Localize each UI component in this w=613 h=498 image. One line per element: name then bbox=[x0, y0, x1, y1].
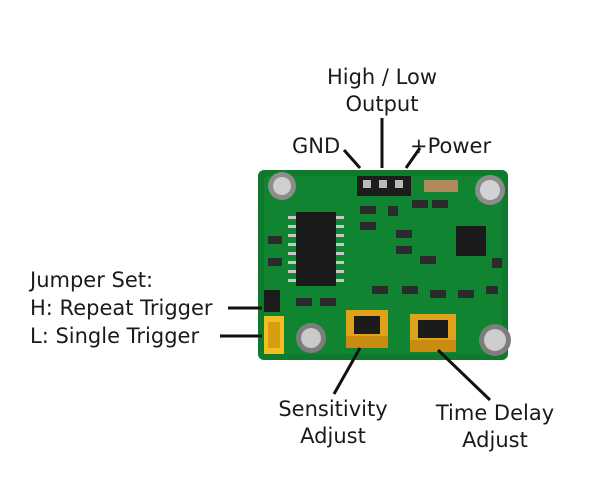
label-jumper-title: Jumper Set: bbox=[30, 268, 154, 292]
header-pins bbox=[357, 176, 411, 196]
label-output-line1: High / Low bbox=[326, 65, 438, 89]
label-gnd: GND bbox=[292, 134, 341, 158]
label-time-delay: Time Delay Adjust bbox=[424, 400, 566, 454]
label-jumper-h: H: Repeat Trigger bbox=[30, 296, 213, 320]
capacitor-bottom-left bbox=[296, 323, 326, 353]
capacitor-bottom-right bbox=[479, 324, 511, 356]
regulator-chip bbox=[456, 226, 486, 256]
leader-gnd bbox=[342, 149, 362, 169]
smd-components bbox=[268, 200, 502, 306]
leader-lines bbox=[220, 118, 492, 402]
leader-time-delay bbox=[436, 348, 492, 402]
diode bbox=[424, 180, 458, 192]
label-sensitivity: Sensitivity Adjust bbox=[266, 396, 400, 450]
leader-sensitivity bbox=[332, 347, 362, 395]
label-jumper-l: L: Single Trigger bbox=[30, 324, 200, 348]
label-sensitivity-line2: Adjust bbox=[300, 424, 366, 448]
label-power: +Power bbox=[410, 134, 492, 158]
label-time-delay-line1: Time Delay bbox=[435, 401, 555, 425]
label-output: High / Low Output bbox=[316, 64, 448, 118]
capacitor-top-left bbox=[268, 172, 296, 200]
time-delay-potentiometer bbox=[410, 314, 456, 352]
jumper-block bbox=[264, 290, 284, 354]
label-sensitivity-line1: Sensitivity bbox=[278, 397, 388, 421]
ic-chip bbox=[288, 212, 344, 286]
capacitor-top-right bbox=[475, 175, 505, 205]
label-output-line2: Output bbox=[345, 92, 419, 116]
leader-power bbox=[404, 147, 422, 169]
sensitivity-potentiometer bbox=[346, 310, 388, 348]
label-time-delay-line2: Adjust bbox=[462, 428, 528, 452]
